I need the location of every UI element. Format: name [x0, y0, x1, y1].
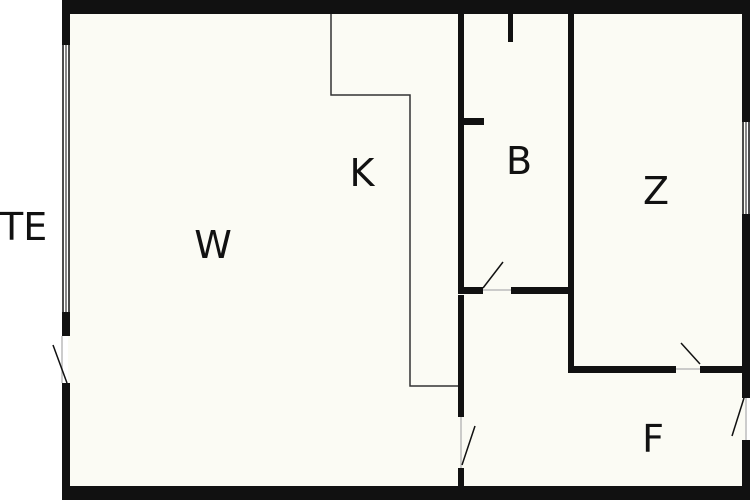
floor-area	[68, 10, 745, 490]
room-label-hallway: F	[642, 417, 664, 461]
door-bedroom	[676, 342, 701, 370]
wall-bedroom-bottom-a	[568, 366, 676, 373]
wall-bathroom-bottom-a	[458, 287, 483, 294]
wall-bathroom-right	[568, 14, 574, 371]
room-label-living: W	[194, 223, 232, 267]
exterior-walls	[62, 0, 750, 500]
wall-bathroom-left-bottom	[458, 468, 464, 488]
door-hallway-right	[731, 397, 747, 440]
wall-top	[62, 0, 750, 14]
wall-right-middle	[742, 214, 750, 398]
wall-bathroom-stub	[464, 118, 484, 125]
door-bathroom	[482, 261, 511, 291]
wall-right-lower	[742, 440, 750, 500]
wall-bathroom-left-lower	[458, 295, 464, 417]
outside-label: TE	[0, 205, 47, 249]
room-label-bathroom: B	[506, 139, 532, 183]
wall-bathroom-left-upper	[458, 14, 464, 289]
room-label-kitchen: K	[350, 151, 376, 195]
door-living	[460, 417, 476, 468]
wall-bathroom-bottom-b	[511, 287, 571, 294]
wall-bedroom-bottom-b	[700, 366, 745, 373]
window-left	[62, 45, 70, 312]
wall-left-upper	[62, 0, 70, 45]
doors	[52, 261, 747, 468]
wall-bathroom-top-stub	[508, 14, 513, 42]
room-label-bedroom: Z	[643, 169, 669, 213]
wall-left-middle	[62, 312, 70, 336]
wall-right-upper	[742, 0, 750, 122]
wall-left-lower	[62, 383, 70, 500]
wall-bottom	[62, 486, 750, 500]
window-right	[742, 122, 750, 214]
windows	[62, 45, 750, 312]
kitchen-counter	[330, 14, 458, 387]
door-front	[52, 336, 68, 384]
interior-walls	[458, 14, 745, 488]
